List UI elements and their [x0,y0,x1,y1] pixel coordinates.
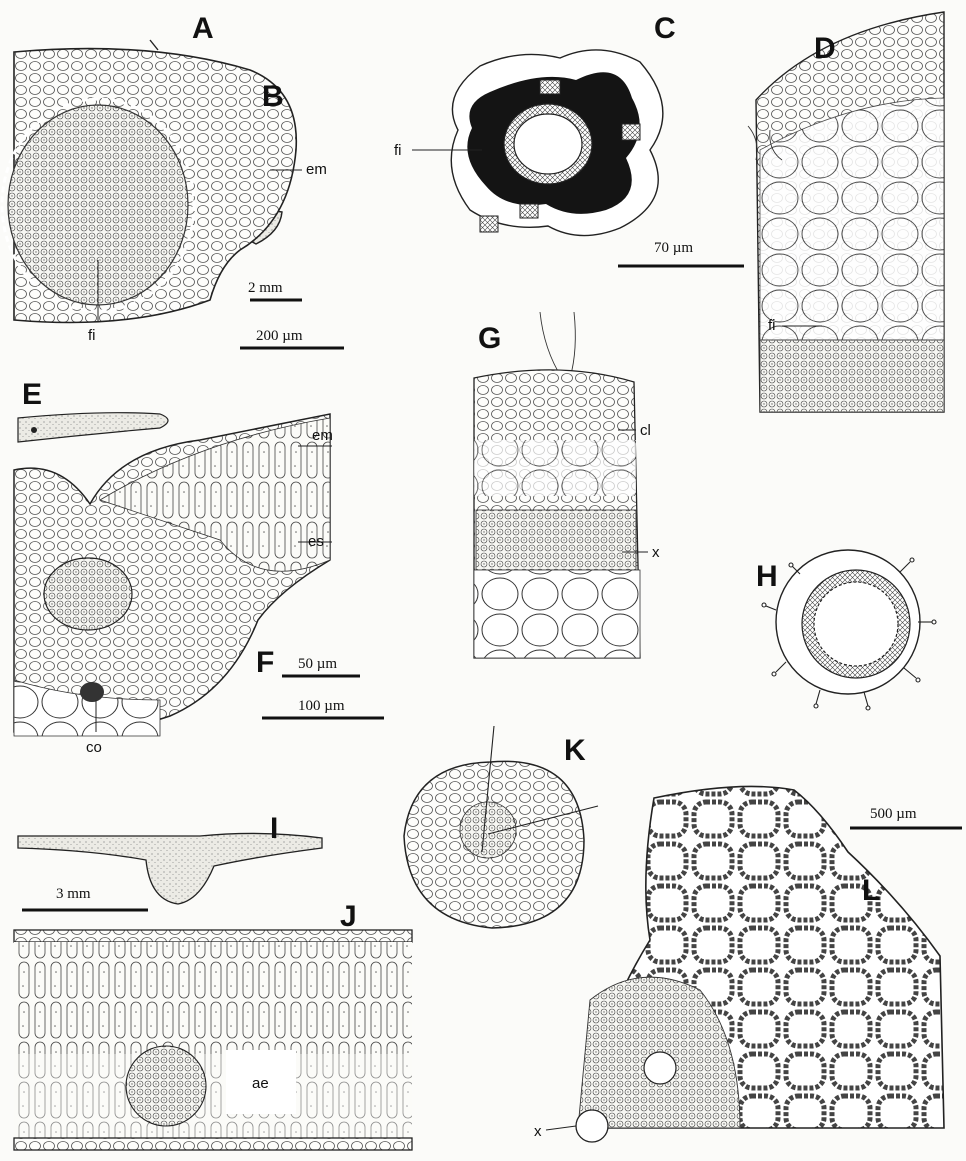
g-x-label: x [652,544,660,561]
panel-d-letter: D [814,32,836,65]
j-ae-label: ae [252,1075,269,1092]
f-scale-100um: 100 µm [298,698,345,714]
panel-f-letter: F [256,646,274,679]
l-scale-500um: 500 µm [870,806,917,822]
panel-b-letter: B [262,80,284,113]
panel-g: G cl x [474,312,660,658]
panel-l-letter: L [862,874,880,907]
panel-d: D fi [748,12,944,412]
panel-e-letter: E [22,378,42,411]
d-fi-label: fi [768,317,776,334]
panel-c: C fi 70 µm [394,12,744,266]
c-scale-70um: 70 µm [654,240,693,256]
panel-j-letter: J [340,900,357,933]
b-scale-200um: 200 µm [256,328,303,344]
c-fi-label: fi [394,142,402,159]
panel-a-letter: A [192,12,214,45]
panel-k-letter: K [564,734,586,767]
l-x-label: x [534,1123,542,1140]
i-scale-3mm: 3 mm [56,886,91,902]
panel-h: H [756,550,936,710]
f-scale-50um: 50 µm [298,656,337,672]
panel-i-letter: I [270,812,278,845]
panel-b: B em fi 2 mm 200 µm [2,40,344,348]
b-fi-label: fi [88,327,96,344]
panel-h-letter: H [756,560,778,593]
panel-i: I 3 mm [18,812,322,910]
b-scale-2mm: 2 mm [248,280,283,296]
panel-c-letter: C [654,12,676,45]
f-es-label: es [308,533,324,550]
f-co-label: co [86,739,102,756]
panel-j: J ae [14,900,412,1150]
panel-g-letter: G [478,322,501,355]
panel-e: E [18,378,168,442]
b-em-label: em [306,161,327,178]
panel-l: L 500 µm x [534,786,962,1142]
panel-k: K [404,726,598,928]
panel-f: F em es co 50 µm 100 µm [14,414,384,756]
f-em-label: em [312,427,333,444]
g-cl-label: cl [640,422,651,439]
